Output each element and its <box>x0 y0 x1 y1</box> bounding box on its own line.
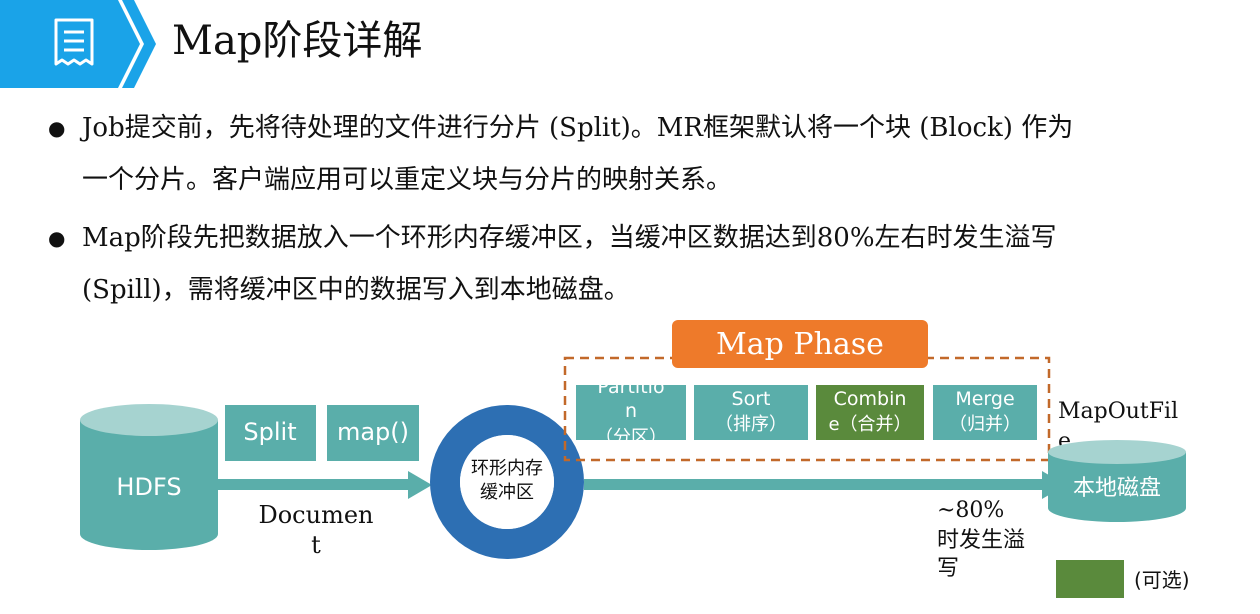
merge-sublabel: （归并） <box>949 414 1021 435</box>
bullet-text: Map阶段先把数据放入一个环形内存缓冲区，当缓冲区数据达到80%左右时发生溢写 … <box>82 212 1222 316</box>
document-label: Documen <box>258 501 373 529</box>
spill-threshold-label: ~80% <box>937 498 1004 523</box>
hdfs-label: HDFS <box>116 473 181 501</box>
header-banner <box>0 0 156 88</box>
bullet-line: Job提交前，先将待处理的文件进行分片 (Split)。MR框架默认将一个块 (… <box>82 113 1074 143</box>
disk-label: 本地磁盘 <box>1073 476 1161 501</box>
partition-sublabel: （分区） <box>595 427 667 448</box>
combine-box: Combin e（合并） <box>816 385 924 440</box>
bullet-line: Map阶段先把数据放入一个环形内存缓冲区，当缓冲区数据达到80%左右时发生溢写 <box>82 223 1057 253</box>
local-disk-cylinder: 本地磁盘 <box>1048 440 1186 522</box>
partition-label-cont: n <box>625 400 637 422</box>
map-function-label: map() <box>337 418 409 446</box>
merge-label: Merge <box>955 388 1014 410</box>
buffer-label: 环形内存 <box>471 458 543 479</box>
partition-label: Partitio <box>597 376 664 398</box>
legend-swatch-optional <box>1056 560 1124 598</box>
hdfs-cylinder: HDFS <box>80 404 218 550</box>
sort-box: Sort （排序） <box>694 385 808 440</box>
page-title: Map阶段详解 <box>172 18 423 64</box>
split-label: Split <box>243 418 296 446</box>
bullet-dot: ● <box>48 116 66 140</box>
legend-label-optional: (可选) <box>1134 568 1190 592</box>
sort-sublabel: （排序） <box>715 414 787 435</box>
mapoutfile-label: MapOutFil <box>1058 399 1178 424</box>
buffer-label-cont: 缓冲区 <box>480 482 534 503</box>
bullet-line: (Spill)，需将缓冲区中的数据写入到本地磁盘。 <box>82 275 630 305</box>
bullet-text: Job提交前，先将待处理的文件进行分片 (Split)。MR框架默认将一个块 (… <box>82 102 1222 206</box>
partition-box: Partitio n （分区） <box>576 376 686 448</box>
document-icon <box>54 18 94 66</box>
spill-arrow <box>584 471 1066 499</box>
sort-label: Sort <box>732 388 771 410</box>
spill-note-label: 时发生溢 <box>937 528 1025 553</box>
combine-sublabel: e（合并） <box>828 414 911 435</box>
bullet-line: 一个分片。客户端应用可以重定义块与分片的映射关系。 <box>82 165 733 195</box>
ring-buffer: 环形内存 缓冲区 <box>430 405 584 559</box>
spill-note-label-cont: 写 <box>937 556 959 581</box>
map-phase-title-box: Map Phase <box>672 320 928 368</box>
split-box: Split <box>225 405 316 461</box>
map-function-box: map() <box>327 405 419 461</box>
combine-label: Combin <box>834 388 907 410</box>
document-arrow <box>218 471 432 499</box>
bullet-dot: ● <box>48 226 66 250</box>
document-label-cont: t <box>311 531 321 559</box>
map-phase-label: Map Phase <box>716 327 884 362</box>
merge-box: Merge （归并） <box>933 385 1037 440</box>
